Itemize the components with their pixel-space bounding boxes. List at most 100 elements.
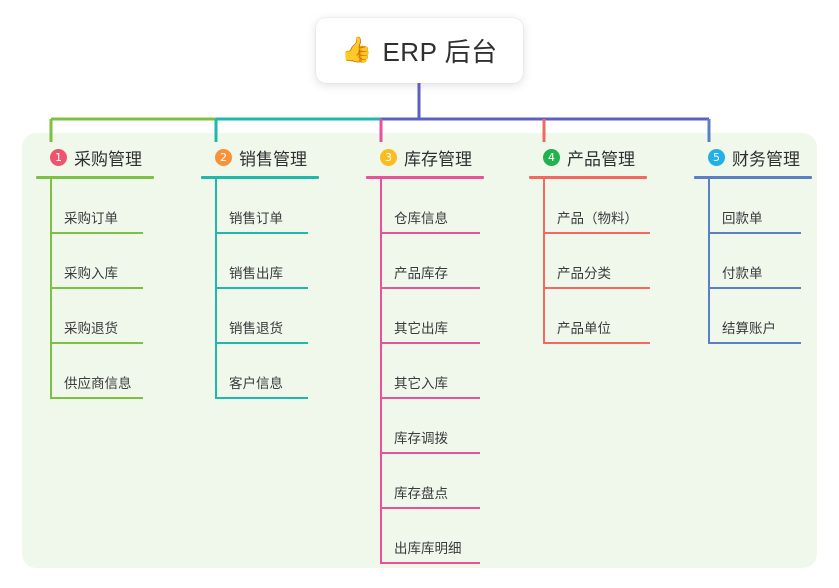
items-spine: [50, 179, 52, 399]
leaf-item-label: 库存调拨: [394, 431, 448, 446]
column-title: 库存管理: [404, 149, 472, 169]
leaf-item-rule: [543, 287, 650, 289]
leaf-item[interactable]: 产品单位: [529, 289, 650, 344]
leaf-item[interactable]: 销售退货: [201, 289, 319, 344]
leaf-item-label: 其它出库: [394, 321, 448, 336]
column-title: 采购管理: [74, 149, 142, 169]
column-items: 采购订单采购入库采购退货供应商信息: [36, 179, 154, 399]
leaf-item[interactable]: 客户信息: [201, 344, 319, 399]
leaf-item-label: 供应商信息: [64, 376, 132, 391]
column-items: 回款单付款单结算账户: [694, 179, 812, 344]
column-number-badge: 2: [215, 148, 232, 166]
leaf-item-label: 出库库明细: [394, 541, 462, 556]
items-spine: [708, 179, 710, 344]
leaf-item-rule: [380, 287, 480, 289]
column-rule: [201, 176, 319, 179]
leaf-item-rule: [380, 507, 480, 509]
diagram-panel: [22, 133, 817, 568]
leaf-item-rule: [380, 342, 480, 344]
column-4: 4 产品管理产品（物料） 产品分类产品单位: [529, 145, 650, 344]
leaf-item-rule: [50, 397, 143, 399]
leaf-item[interactable]: 结算账户: [694, 289, 812, 344]
leaf-item-rule: [380, 232, 480, 234]
leaf-item[interactable]: 产品库存: [366, 234, 484, 289]
leaf-item-rule: [708, 287, 801, 289]
leaf-item[interactable]: 其它出库: [366, 289, 484, 344]
leaf-item-label: 产品单位: [557, 321, 611, 336]
leaf-item-label: 销售退货: [229, 321, 283, 336]
leaf-item-label: 其它入库: [394, 376, 448, 391]
leaf-item-rule: [215, 397, 308, 399]
leaf-item[interactable]: 回款单: [694, 179, 812, 234]
column-rule: [366, 176, 484, 179]
column-5: 5 财务管理回款单付款单结算账户: [694, 145, 812, 344]
leaf-item-label: 产品分类: [557, 266, 611, 281]
column-title: 产品管理: [567, 149, 635, 169]
leaf-item-label: 客户信息: [229, 376, 283, 391]
column-number-badge: 3: [380, 148, 397, 166]
leaf-item-label: 库存盘点: [394, 486, 448, 501]
items-spine: [380, 179, 382, 564]
column-2: 2 销售管理销售订单销售出库销售退货客户信息: [201, 145, 319, 399]
leaf-item[interactable]: 销售出库: [201, 234, 319, 289]
leaf-item-rule: [380, 452, 480, 454]
leaf-item-label: 产品（物料）: [557, 211, 638, 226]
column-1: 1 采购管理采购订单采购入库采购退货供应商信息: [36, 145, 154, 399]
leaf-item-label: 付款单: [722, 266, 763, 281]
leaf-item[interactable]: 其它入库: [366, 344, 484, 399]
leaf-item-rule: [708, 232, 801, 234]
leaf-item-rule: [215, 342, 308, 344]
leaf-item[interactable]: 库存调拨: [366, 399, 484, 454]
leaf-item[interactable]: 产品分类: [529, 234, 650, 289]
leaf-item[interactable]: 采购入库: [36, 234, 154, 289]
leaf-item-label: 采购入库: [64, 266, 118, 281]
column-header-1[interactable]: 1 采购管理: [36, 145, 154, 169]
column-rule: [694, 176, 812, 179]
leaf-item-rule: [50, 232, 143, 234]
leaf-item-label: 采购退货: [64, 321, 118, 336]
column-title: 财务管理: [732, 149, 800, 169]
leaf-item-label: 采购订单: [64, 211, 118, 226]
column-number-badge: 1: [50, 148, 67, 166]
leaf-item[interactable]: 采购订单: [36, 179, 154, 234]
column-number-badge: 4: [543, 148, 560, 166]
column-items: 仓库信息产品库存其它出库其它入库库存调拨库存盘点出库库明细: [366, 179, 484, 564]
items-spine: [543, 179, 545, 344]
leaf-item-rule: [380, 562, 480, 564]
leaf-item-rule: [543, 232, 650, 234]
leaf-item-rule: [380, 397, 480, 399]
column-header-4[interactable]: 4 产品管理: [529, 145, 647, 169]
column-rule: [36, 176, 154, 179]
leaf-item[interactable]: 仓库信息: [366, 179, 484, 234]
leaf-item-rule: [708, 342, 801, 344]
root-node-card[interactable]: 👍 ERP 后台: [316, 18, 523, 83]
column-title: 销售管理: [239, 149, 307, 169]
leaf-item[interactable]: 出库库明细: [366, 509, 484, 564]
items-spine: [215, 179, 217, 399]
leaf-item[interactable]: 付款单: [694, 234, 812, 289]
thumbs-up-icon: 👍: [341, 36, 373, 64]
column-header-5[interactable]: 5 财务管理: [694, 145, 812, 169]
leaf-item-rule: [215, 287, 308, 289]
column-items: 销售订单销售出库销售退货客户信息: [201, 179, 319, 399]
column-header-3[interactable]: 3 库存管理: [366, 145, 484, 169]
leaf-item-label: 结算账户: [722, 321, 776, 336]
leaf-item[interactable]: 库存盘点: [366, 454, 484, 509]
leaf-item-label: 产品库存: [394, 266, 448, 281]
column-number-badge: 5: [708, 148, 725, 166]
leaf-item-label: 仓库信息: [394, 211, 448, 226]
leaf-item[interactable]: 供应商信息: [36, 344, 154, 399]
column-3: 3 库存管理仓库信息产品库存其它出库其它入库库存调拨库存盘点出库库明细: [366, 145, 484, 564]
leaf-item[interactable]: 销售订单: [201, 179, 319, 234]
leaf-item[interactable]: 采购退货: [36, 289, 154, 344]
root-title: ERP 后台: [382, 37, 498, 67]
leaf-item-rule: [215, 232, 308, 234]
leaf-item-label: 销售出库: [229, 266, 283, 281]
column-items: 产品（物料） 产品分类产品单位: [529, 179, 650, 344]
leaf-item[interactable]: 产品（物料）: [529, 179, 650, 234]
leaf-item-rule: [543, 342, 650, 344]
leaf-item-label: 销售订单: [229, 211, 283, 226]
leaf-item-rule: [50, 287, 143, 289]
column-header-2[interactable]: 2 销售管理: [201, 145, 319, 169]
